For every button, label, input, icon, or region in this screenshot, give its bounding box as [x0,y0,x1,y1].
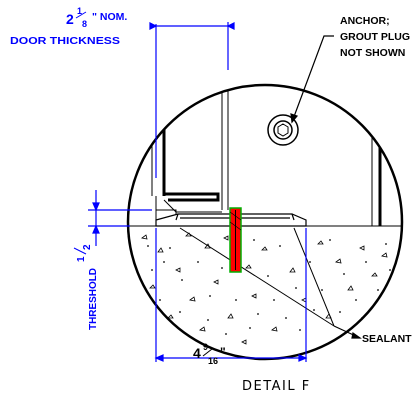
anchor-note: ANCHOR; GROUT PLUG NOT SHOWN [340,15,410,59]
concrete-slab [141,232,391,345]
door-thickness-label: 2 1 8 " NOM. DOOR THICKNESS [10,6,127,47]
svg-text:1: 1 [76,256,87,262]
sealant-leader [333,325,362,339]
svg-text:": " [220,345,226,359]
threshold-width-label: 4 9 16 " [193,342,226,366]
svg-text:DOOR THICKNESS: DOOR THICKNESS [10,35,120,47]
detail-circle-content [128,85,402,345]
svg-text:2: 2 [82,244,93,250]
frame-right [371,100,382,226]
door-thickness-dimension [149,22,235,178]
anchor-plug-icon [267,114,299,146]
threshold-height-dimension [88,190,152,246]
threshold-height-label: 1 2 THRESHOLD [73,244,99,330]
svg-text:ANCHOR;: ANCHOR; [340,15,390,27]
svg-text:" NOM.: " NOM. [92,11,127,23]
svg-text:8: 8 [82,19,87,29]
svg-text:2: 2 [66,11,74,27]
anchor-leader [290,35,334,124]
threshold-width-dimension [154,228,308,362]
sealant-leader-lines-inner [179,227,335,327]
svg-text:16: 16 [208,356,218,366]
svg-text:4: 4 [193,345,201,361]
svg-text:9: 9 [203,342,208,352]
detail-circle [126,83,404,361]
detail-caption: DETAIL F [242,379,311,394]
door-leaf [151,85,229,226]
svg-text:1: 1 [77,6,82,16]
svg-text:NOT SHOWN: NOT SHOWN [340,47,405,59]
svg-text:THRESHOLD: THRESHOLD [87,268,99,330]
svg-text:GROUT PLUG: GROUT PLUG [340,31,410,43]
sealant-label: SEALANT [362,333,412,345]
anchor-bolt [229,207,242,273]
